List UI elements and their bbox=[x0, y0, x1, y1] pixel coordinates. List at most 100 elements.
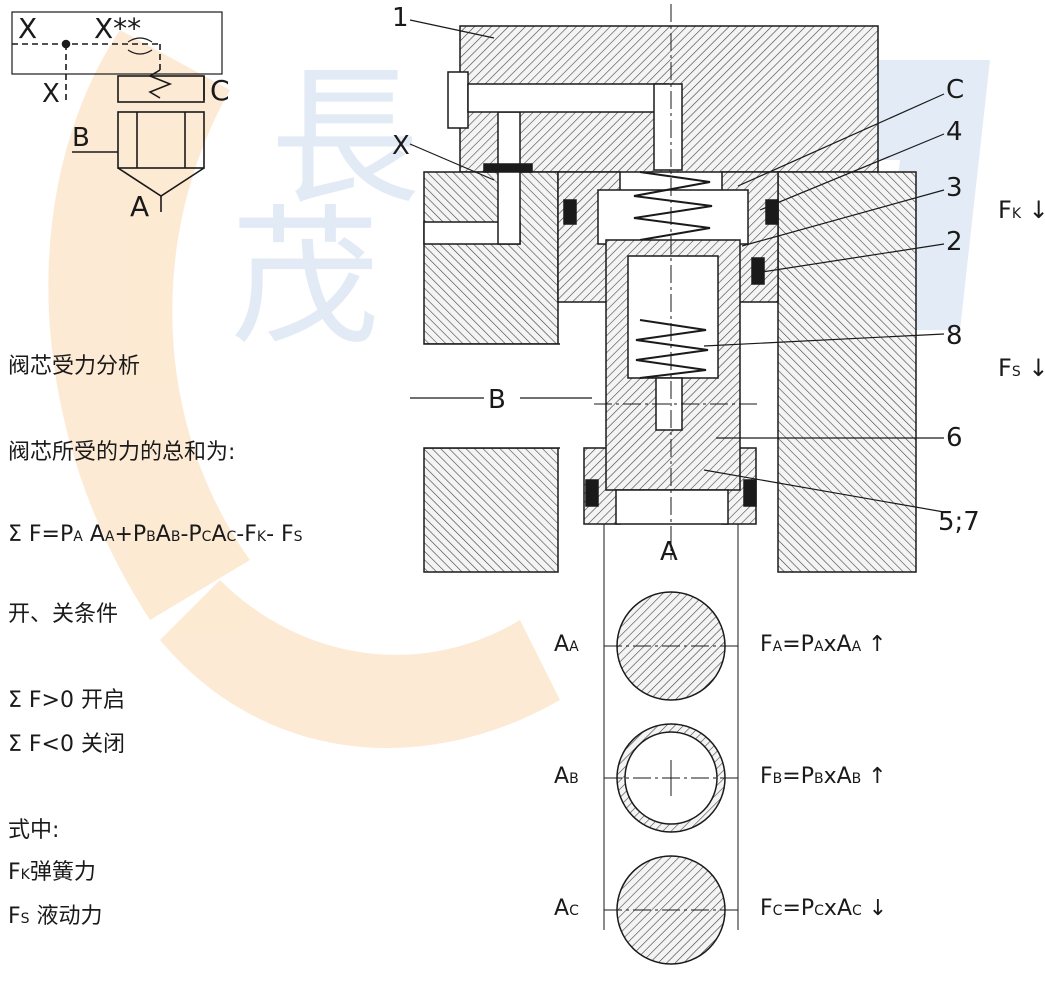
formula-part: B bbox=[146, 529, 156, 545]
formula-part: Σ F=P bbox=[8, 522, 74, 547]
pilot-tube-down bbox=[653, 83, 683, 171]
formula-part: A bbox=[104, 529, 115, 545]
open-condition: Σ F>0 开启 bbox=[8, 688, 125, 713]
fs-main: F bbox=[998, 354, 1012, 382]
seal-6 bbox=[743, 479, 757, 507]
area-eq-part: F bbox=[760, 764, 773, 789]
fk-main: F bbox=[998, 196, 1012, 224]
formula-part: C bbox=[201, 529, 212, 545]
arrow-down-icon: ↓ bbox=[1028, 196, 1045, 224]
force-formula: Σ F=PA AA+PBAB-PCAC-FK- FS bbox=[8, 524, 303, 546]
symbol-label-b: B bbox=[72, 123, 90, 153]
fk-definition: FK弹簧力 bbox=[8, 862, 96, 884]
formula-part: A bbox=[211, 522, 227, 547]
formula-part: B bbox=[170, 529, 181, 545]
close-condition: Σ F<0 关闭 bbox=[8, 732, 125, 757]
arrow-down-icon: ↓ bbox=[868, 896, 888, 921]
part-label-c: C bbox=[946, 75, 964, 105]
watermark-char-1: 長 bbox=[270, 52, 420, 226]
fs-sub: S bbox=[1011, 364, 1021, 380]
seal-5 bbox=[585, 479, 599, 507]
part-label-b: B bbox=[488, 385, 506, 415]
fk-def-sub: K bbox=[20, 867, 30, 883]
fk-def-main: F bbox=[8, 860, 21, 885]
area-eq-b: FB=PBxAB ↑ bbox=[760, 766, 887, 788]
formula-part: - F bbox=[266, 522, 294, 547]
spring-inner bbox=[635, 319, 709, 379]
area-eq-part: B bbox=[851, 771, 862, 787]
formula-part: -F bbox=[236, 522, 257, 547]
hydraulic-symbol bbox=[11, 11, 223, 212]
arrow-down-icon: ↓ bbox=[1028, 354, 1045, 382]
symbol-label-x-star: X** bbox=[94, 12, 141, 45]
area-eq-part: =P bbox=[782, 632, 814, 657]
area-eq-part: C bbox=[852, 903, 862, 919]
formula-part: A bbox=[82, 522, 105, 547]
area-eq-part: xA bbox=[823, 632, 852, 657]
area-eq-part: xA bbox=[823, 896, 852, 921]
symbol-label-x: X bbox=[18, 12, 37, 45]
area-eq-part: B bbox=[772, 771, 783, 787]
manifold-right bbox=[777, 171, 917, 573]
analysis-title: 阀芯受力分析 bbox=[8, 354, 141, 379]
symbol-label-x-port: X bbox=[42, 79, 60, 109]
spring-upper bbox=[633, 171, 713, 241]
fs-def-sub: S bbox=[20, 911, 30, 927]
area-eq-a: FA=PAxAA ↑ bbox=[760, 634, 887, 656]
symbol-cartridge-body bbox=[117, 111, 205, 169]
pilot-plug bbox=[447, 71, 469, 129]
seal-4 bbox=[751, 257, 765, 285]
part-label-1: 1 bbox=[392, 3, 409, 33]
seat bbox=[615, 489, 729, 525]
symbol-label-a: A bbox=[130, 190, 149, 223]
formula-part: C bbox=[226, 529, 237, 545]
area-label-c: AC bbox=[554, 896, 579, 921]
fs-def-desc: 液动力 bbox=[29, 904, 103, 929]
seal-1 bbox=[483, 163, 533, 173]
where-label: 式中: bbox=[8, 818, 60, 843]
part-label-57: 5;7 bbox=[938, 507, 980, 537]
force-fk-side: FK ↓ bbox=[998, 198, 1045, 222]
watermark-swirl bbox=[48, 30, 250, 620]
manifold-left-upper bbox=[423, 171, 559, 345]
area-diagrams bbox=[604, 591, 738, 965]
formula-part: A bbox=[155, 522, 171, 547]
area-eq-part: A bbox=[772, 639, 783, 655]
pilot-tube bbox=[467, 83, 669, 113]
area-eq-part: C bbox=[772, 903, 783, 919]
watermark-swirl-2 bbox=[160, 580, 560, 748]
formula-part: A bbox=[73, 529, 83, 545]
spring-chamber bbox=[597, 189, 749, 245]
fk-sub: K bbox=[1011, 206, 1021, 222]
symbol-orifice bbox=[127, 37, 153, 55]
area-label-b: AB bbox=[554, 764, 579, 789]
manifold-left-lower bbox=[423, 447, 559, 573]
part-label-3: 3 bbox=[946, 173, 963, 203]
area-eq-part: F bbox=[760, 896, 773, 921]
channel-b bbox=[424, 344, 584, 448]
symbol-spring-icon bbox=[148, 69, 173, 99]
part-label-x: X bbox=[392, 131, 410, 161]
part-label-4: 4 bbox=[946, 117, 963, 147]
fs-definition: FS 液动力 bbox=[8, 906, 103, 928]
arrow-up-icon: ↑ bbox=[868, 764, 887, 789]
valve-section bbox=[409, 4, 945, 930]
area-label-a: AA bbox=[554, 632, 579, 657]
formula-part: +P bbox=[114, 522, 147, 547]
area-eq-part: B bbox=[813, 771, 824, 787]
formula-part: -P bbox=[180, 522, 202, 547]
watermark: 長 茂 bbox=[48, 30, 990, 748]
area-eq-part: A bbox=[813, 639, 824, 655]
symbol-label-c: C bbox=[210, 74, 230, 107]
part-labels: 1 C 4 3 2 8 6 5;7 X B A bbox=[392, 3, 980, 567]
poppet-bore bbox=[627, 255, 719, 379]
seal-2 bbox=[563, 199, 577, 225]
area-eq-c: FC=PCxAC ↓ bbox=[760, 898, 887, 920]
area-eq-part: =P bbox=[782, 764, 814, 789]
formula-part: S bbox=[293, 529, 303, 545]
part-label-8: 8 bbox=[946, 321, 963, 351]
condition-title: 开、关条件 bbox=[8, 602, 119, 627]
symbol-pilot-box bbox=[11, 11, 223, 75]
part-label-6: 6 bbox=[946, 423, 963, 453]
